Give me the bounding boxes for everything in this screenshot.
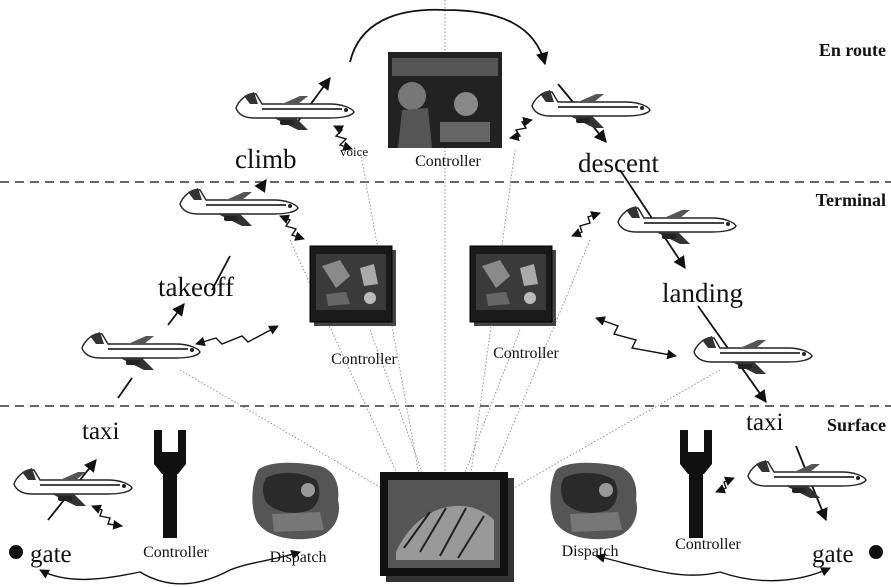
radar-console-icon-terminal-left	[309, 245, 397, 327]
airplane-icon-terminal-right	[617, 205, 737, 245]
controller-label-terminal-left: Controller	[331, 351, 397, 368]
region-label-surface: Surface	[827, 415, 886, 435]
airplane-icon-landing-roll	[693, 335, 813, 375]
controller-label-enroute: Controller	[415, 153, 481, 170]
airplane-icon-descent	[531, 89, 651, 129]
controller-label-surface-right: Controller	[675, 536, 741, 553]
airplane-icon-terminal-left	[179, 187, 299, 227]
voice-label: voice	[340, 144, 368, 159]
phase-label-landing: landing	[662, 278, 743, 308]
radar-console-icon-central	[380, 472, 514, 582]
controller-label-surface-left: Controller	[143, 544, 209, 561]
control-tower-icon-left	[154, 430, 186, 538]
dispatch-label-left: Dispatch	[270, 549, 327, 566]
airplane-icon-gate-left	[13, 467, 133, 507]
phase-label-taxi-right: taxi	[746, 409, 784, 436]
enroute-controller-photo	[388, 52, 502, 148]
phase-label-gate-right: gate	[812, 541, 854, 568]
airplane-icon-takeoff-roll	[81, 331, 201, 371]
dispatch-photo-icon-left	[252, 462, 339, 540]
gate-marker-right	[869, 545, 883, 559]
control-tower-icon-right	[680, 430, 712, 538]
airplane-icon-gate-right	[747, 459, 867, 499]
dispatch-photo-icon-right	[550, 462, 637, 540]
phase-label-climb: climb	[235, 144, 297, 174]
voice-link-waves	[39, 116, 831, 585]
phase-label-takeoff: takeoff	[158, 272, 234, 302]
radar-console-icon-terminal-right	[469, 245, 557, 327]
controller-label-terminal-right: Controller	[493, 345, 559, 362]
phase-label-taxi-left: taxi	[82, 418, 120, 445]
phase-label-descent: descent	[578, 148, 659, 178]
region-label-enroute: En route	[819, 40, 886, 60]
dispatch-label-right: Dispatch	[562, 543, 619, 560]
region-label-terminal: Terminal	[816, 190, 886, 210]
phase-label-gate-left: gate	[30, 541, 72, 568]
gate-marker-left	[9, 545, 23, 559]
data-link-lines	[179, 0, 721, 491]
airplane-icon-climb	[235, 91, 355, 131]
